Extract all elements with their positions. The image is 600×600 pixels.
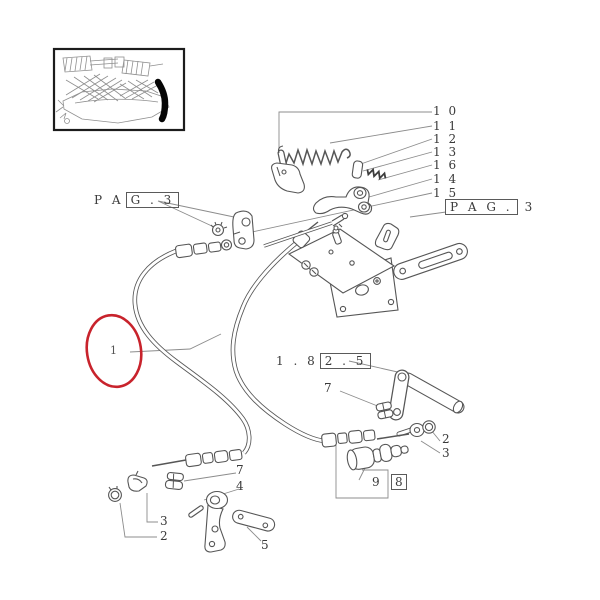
page-reference-right-link[interactable]: P A G . — [445, 199, 518, 215]
location-thumbnail — [52, 47, 186, 132]
callout-item-3-right: 3 — [442, 446, 452, 460]
callout-item-11: 1 1 — [433, 119, 459, 133]
control-rod-clevis — [263, 212, 349, 248]
clevis-pin — [351, 160, 364, 179]
cable-lower-end-rear — [321, 429, 410, 448]
callout-item-14: 1 4 — [433, 172, 459, 186]
callout-item-12: 1 2 — [433, 132, 459, 146]
nut-lower — [108, 486, 122, 502]
callout-item-16: 1 6 — [433, 158, 459, 172]
page-reference-right-suffix: 3 — [524, 200, 533, 214]
cable-upper-adjuster — [175, 210, 255, 259]
clamp-lower — [127, 470, 148, 492]
curved-lever-arm — [312, 186, 373, 215]
lever-and-shaft — [388, 369, 465, 421]
nut-right — [422, 420, 436, 434]
section-reference-prefix: 1 . 8 — [276, 354, 318, 368]
callout-item-2-lower: 2 — [160, 529, 170, 543]
coil-spring-screw — [366, 167, 387, 181]
page-reference-left-prefix: P A — [94, 193, 124, 207]
section-reference-link[interactable]: 2 . 5 — [319, 353, 372, 369]
adjuster-nut — [211, 223, 225, 237]
page-reference-left-link[interactable]: G . 3 — [125, 192, 180, 208]
highlighted-cable-mark — [154, 78, 169, 123]
callout-item-2-right: 2 — [442, 432, 452, 446]
section-reference: 1 . 8 2 . 5 — [276, 353, 372, 369]
cable-lower-end-front — [151, 449, 243, 468]
page-reference-left: P A G . 3 — [94, 192, 180, 208]
pivot-pin — [188, 505, 204, 518]
callout-item-4: 4 — [236, 479, 246, 493]
callout-item-5: 5 — [261, 538, 271, 552]
callout-item-7-upper: 7 — [324, 381, 334, 395]
cable-clamp-upper — [375, 401, 394, 420]
support-bracket — [204, 490, 229, 553]
highlight-circle — [85, 313, 143, 389]
link-rod — [232, 509, 276, 532]
mounting-plate-assembly — [287, 222, 468, 318]
lever-with-pin — [271, 145, 305, 194]
cable-clip-lower — [164, 471, 184, 490]
cable-bracket — [232, 210, 255, 250]
bolt-right — [396, 422, 425, 438]
callout-item-15: 1 5 — [433, 186, 459, 200]
hand-brake-cable-rear — [230, 221, 326, 444]
hand-brake-cable-front — [132, 248, 252, 455]
callout-item-3-lower: 3 — [160, 514, 170, 528]
callout-item-10: 1 0 — [433, 104, 459, 118]
callout-item-7-lower: 7 — [236, 463, 246, 477]
callout-item-8[interactable]: 8 — [391, 474, 407, 490]
callout-item-9: 9 — [372, 475, 382, 489]
callout-item-13: 1 3 — [433, 145, 459, 159]
leader-lines — [119, 111, 447, 542]
highlighted-item-number: 1 — [110, 344, 117, 357]
cable-barrel-end — [346, 443, 409, 471]
page-reference-right: P A G . 3 — [445, 199, 532, 215]
